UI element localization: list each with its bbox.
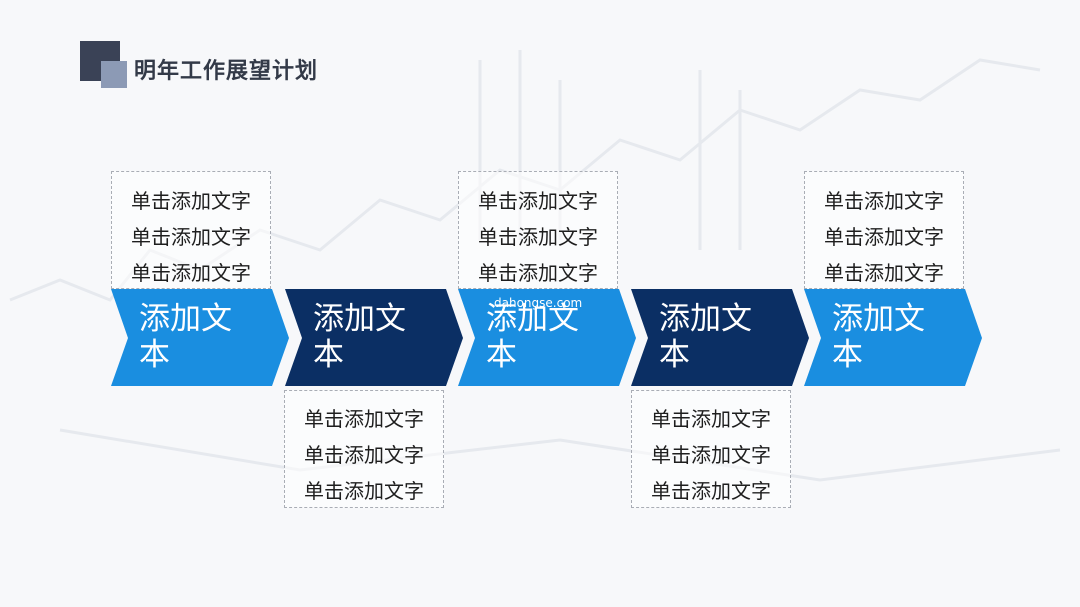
text-line: 单击添加文字 bbox=[478, 225, 598, 249]
chevron-step-1 bbox=[111, 289, 289, 386]
chevron-label-1[interactable]: 添加文本 bbox=[139, 301, 232, 373]
text-box-step-3[interactable]: 单击添加文字 单击添加文字 单击添加文字 bbox=[458, 171, 618, 289]
chevron-label-2[interactable]: 添加文本 bbox=[313, 301, 406, 373]
title-decoration-light-square bbox=[101, 61, 127, 88]
text-line: 单击添加文字 bbox=[651, 479, 771, 503]
chevron-label-5[interactable]: 添加文本 bbox=[832, 301, 925, 373]
chevron-step-4 bbox=[631, 289, 809, 386]
text-box-step-2[interactable]: 单击添加文字 单击添加文字 单击添加文字 bbox=[284, 390, 444, 508]
text-line: 单击添加文字 bbox=[304, 407, 424, 431]
text-line: 单击添加文字 bbox=[478, 189, 598, 213]
text-box-step-1[interactable]: 单击添加文字 单击添加文字 单击添加文字 bbox=[111, 171, 271, 289]
slide-title: 明年工作展望计划 bbox=[134, 59, 319, 84]
chevron-label-3[interactable]: 添加文本 bbox=[486, 301, 579, 373]
text-box-step-4[interactable]: 单击添加文字 单击添加文字 单击添加文字 bbox=[631, 390, 791, 508]
text-box-step-5[interactable]: 单击添加文字 单击添加文字 单击添加文字 bbox=[804, 171, 964, 289]
chevron-step-3 bbox=[458, 289, 636, 386]
watermark: dahongse.com bbox=[494, 296, 583, 310]
text-line: 单击添加文字 bbox=[131, 225, 251, 249]
chevron-step-2 bbox=[285, 289, 463, 386]
text-line: 单击添加文字 bbox=[304, 479, 424, 503]
text-line: 单击添加文字 bbox=[131, 261, 251, 285]
text-line: 单击添加文字 bbox=[304, 443, 424, 467]
text-line: 单击添加文字 bbox=[651, 407, 771, 431]
text-line: 单击添加文字 bbox=[478, 261, 598, 285]
text-line: 单击添加文字 bbox=[824, 225, 944, 249]
chevron-label-4[interactable]: 添加文本 bbox=[659, 301, 752, 373]
text-line: 单击添加文字 bbox=[131, 189, 251, 213]
chevron-step-5 bbox=[804, 289, 982, 386]
text-line: 单击添加文字 bbox=[651, 443, 771, 467]
text-line: 单击添加文字 bbox=[824, 189, 944, 213]
text-line: 单击添加文字 bbox=[824, 261, 944, 285]
